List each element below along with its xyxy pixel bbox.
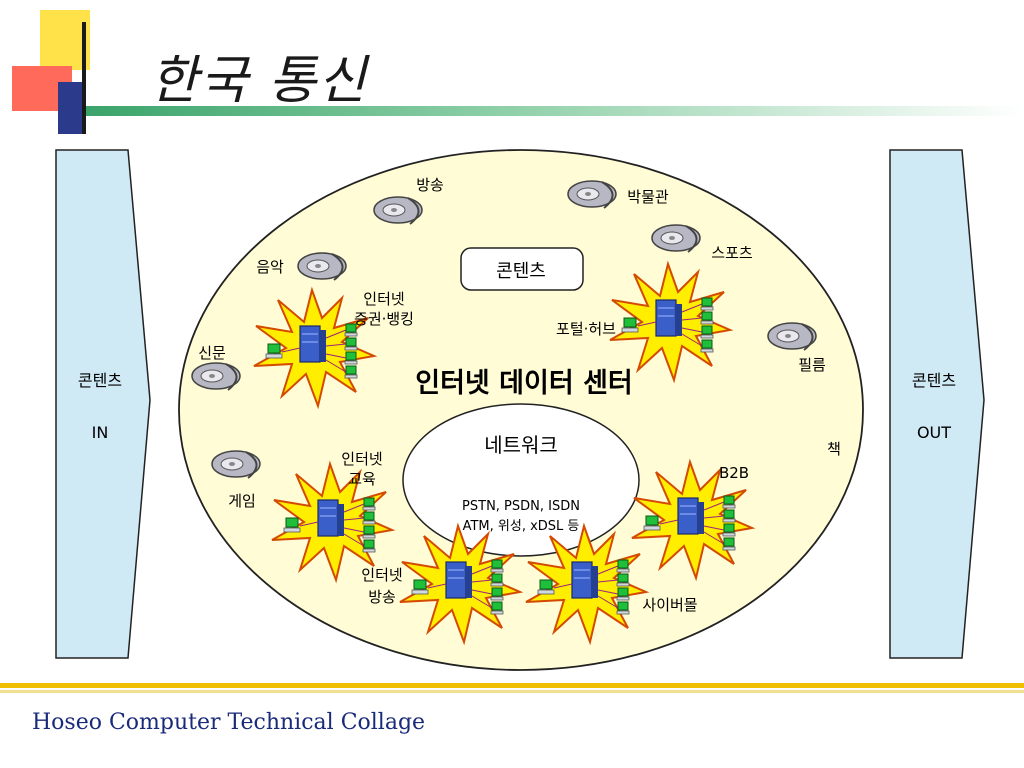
footer-line-light <box>0 690 1024 693</box>
label-museum: 박물관 <box>627 188 669 206</box>
label-music: 음악 <box>256 258 284 276</box>
title-vertical-line <box>82 22 86 134</box>
footer-line <box>0 683 1024 688</box>
label-portal: 포털·허브 <box>556 320 616 338</box>
diagram: 콘텐츠 IN 콘텐츠 OUT 콘텐츠 인터넷 데이터 센터 네트워크 PSTN,… <box>55 149 985 671</box>
data-center-label: 인터넷 데이터 센터 <box>415 368 633 399</box>
label-newspaper: 신문 <box>198 344 226 362</box>
network-label: 네트워크 <box>484 433 558 457</box>
network-detail-2: ATM, 위성, xDSL 등 <box>463 519 580 534</box>
in-label: IN <box>92 423 109 442</box>
disc-icon <box>651 224 701 253</box>
contents-out-arrow <box>889 149 985 659</box>
disc-icon <box>211 450 261 479</box>
label-film: 필름 <box>798 356 826 374</box>
label-inet-broadcast-1: 인터넷 <box>361 566 402 584</box>
slide-title: 한국 통신 <box>150 51 368 111</box>
label-b2b: B2B <box>719 464 749 482</box>
network-ellipse <box>402 403 640 557</box>
out-label: OUT <box>917 423 951 442</box>
label-education-2: 교육 <box>348 470 376 488</box>
label-game: 게임 <box>228 492 256 510</box>
label-education-1: 인터넷 <box>341 450 382 468</box>
title-underline <box>84 106 1024 116</box>
label-book: 책 <box>827 440 841 458</box>
label-broadcast: 방송 <box>416 176 444 194</box>
title-decoration-blue <box>58 82 86 134</box>
network-detail-1: PSTN, PSDN, ISDN <box>462 499 580 514</box>
label-cybermall: 사이버몰 <box>642 596 697 614</box>
label-stock-banking-2: 증권·뱅킹 <box>354 310 414 328</box>
label-inet-broadcast-2: 방송 <box>368 588 396 606</box>
disc-icon <box>191 362 241 391</box>
contents-box <box>460 247 584 291</box>
label-sports: 스포츠 <box>711 244 753 262</box>
disc-icon <box>767 322 817 351</box>
contents-in-label: 콘텐츠 <box>78 371 122 390</box>
title-decoration-yellow <box>40 10 90 70</box>
footer-text: Hoseo Computer Technical Collage <box>32 710 426 735</box>
contents-box-label: 콘텐츠 <box>496 261 546 282</box>
disc-icon <box>373 196 423 225</box>
contents-out-label: 콘텐츠 <box>912 371 956 390</box>
disc-icon <box>567 180 617 209</box>
contents-in-arrow <box>55 149 151 659</box>
label-stock-banking-1: 인터넷 <box>363 290 404 308</box>
disc-icon <box>297 252 347 281</box>
